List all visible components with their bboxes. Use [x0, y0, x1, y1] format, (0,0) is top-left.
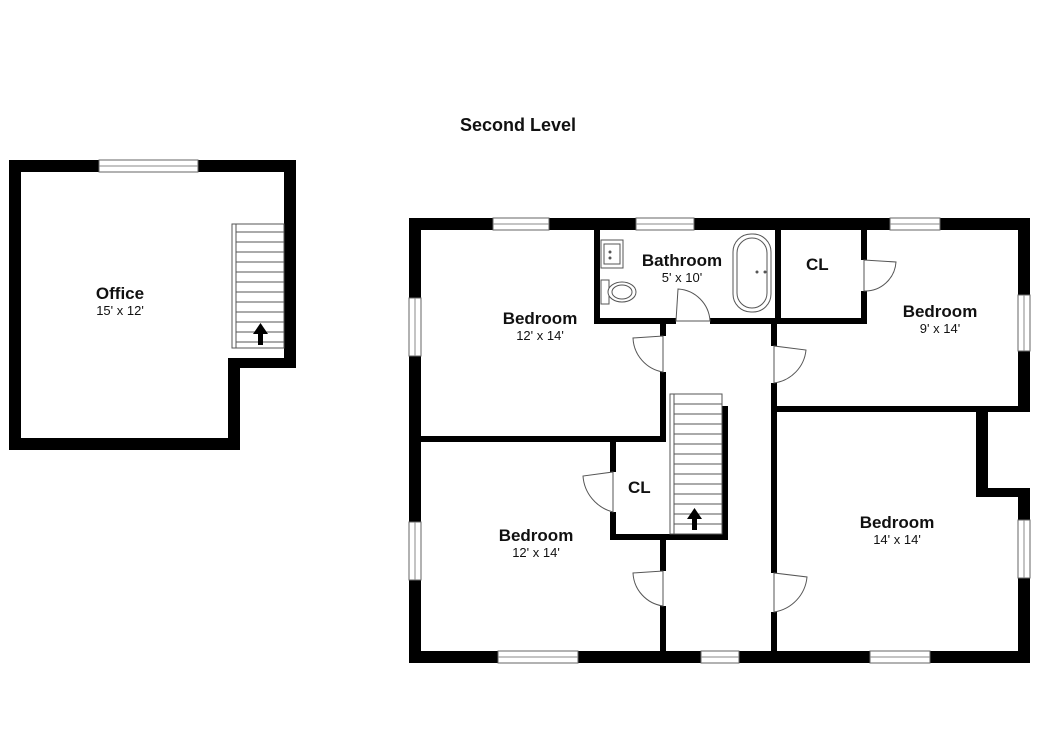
room-label-closet-ne: CL: [806, 255, 829, 274]
room-dimensions: 12' x 14': [516, 328, 564, 343]
room-label-bedroom-ne: Bedroom 9' x 14': [880, 302, 1000, 336]
room-name: Bedroom: [902, 302, 978, 321]
room-label-bathroom: Bathroom 5' x 10': [624, 251, 740, 285]
room-name: Bathroom: [641, 251, 723, 270]
room-label-bedroom-se: Bedroom 14' x 14': [837, 513, 957, 547]
main-windows: [408, 217, 1031, 664]
room-label-office: Office 15' x 12': [60, 284, 180, 318]
bathtub-icon: [732, 233, 772, 313]
office-walls: [9, 160, 296, 450]
office-stair-arrow-icon: [253, 323, 268, 345]
room-label-bedroom-nw: Bedroom 12' x 14': [480, 309, 600, 343]
plan-title: Second Level: [459, 115, 577, 135]
room-dimensions: 14' x 14': [873, 532, 921, 547]
room-dimensions: 15' x 12': [96, 303, 144, 318]
room-name: Office: [95, 284, 145, 303]
room-name: Bedroom: [498, 526, 574, 545]
doors: [582, 259, 897, 613]
room-dimensions: 5' x 10': [661, 270, 703, 285]
room-label-closet-sw: CL: [628, 478, 651, 497]
room-name: Bedroom: [502, 309, 578, 328]
room-label-bedroom-sw: Bedroom 12' x 14': [476, 526, 596, 560]
bathroom-sink-icon: [600, 239, 624, 269]
room-name: Bedroom: [859, 513, 935, 532]
toilet-icon: [600, 279, 637, 305]
main-interior-walls: [421, 226, 1018, 656]
main-stair-arrow-icon: [687, 508, 702, 530]
room-dimensions: 12' x 14': [512, 545, 560, 560]
room-dimensions: 9' x 14': [919, 321, 961, 336]
office-window: [98, 159, 199, 173]
